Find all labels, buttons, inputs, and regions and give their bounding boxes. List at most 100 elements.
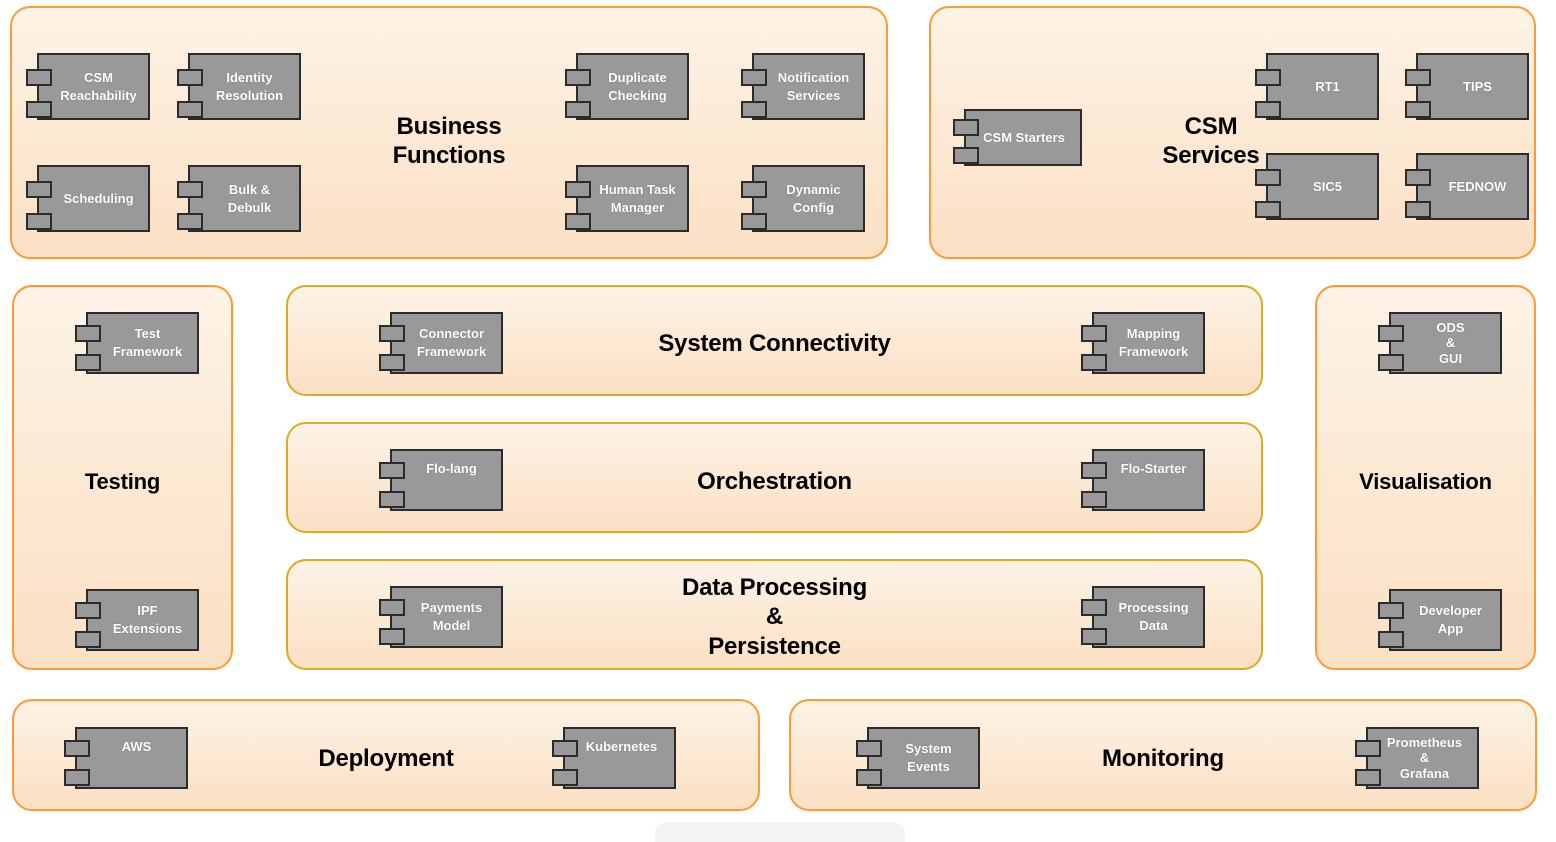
group-panel-testing[interactable]: Testing Test Framework IPF Extensions	[12, 285, 233, 670]
group-panel-system-connectivity[interactable]: System Connectivity Connector Framework …	[286, 285, 1263, 396]
component-port-icon-top	[26, 181, 52, 198]
component-port-icon-top	[1255, 69, 1281, 86]
component-scheduling[interactable]: Scheduling	[26, 165, 150, 232]
component-label: Dynamic Config	[786, 181, 841, 215]
component-developer-app[interactable]: Developer App	[1378, 589, 1502, 651]
component-csm-starters[interactable]: CSM Starters	[953, 109, 1082, 166]
component-label: RT1	[1315, 78, 1340, 94]
component-notification-services[interactable]: Notification Services	[741, 53, 865, 120]
component-label: CSM Starters	[983, 129, 1065, 145]
component-port-icon-bottom	[1255, 101, 1281, 118]
component-label: Flo-Starter	[1120, 461, 1187, 477]
component-port-icon-bottom	[379, 491, 405, 508]
group-panel-deployment[interactable]: Deployment AWS Kubernetes	[12, 699, 760, 811]
component-sic5[interactable]: SIC5	[1255, 153, 1379, 220]
component-port-icon-bottom	[379, 354, 405, 371]
component-port-icon-top	[177, 69, 203, 86]
group-panel-business-functions[interactable]: Business Functions CSM Reachability Iden…	[10, 6, 888, 259]
component-port-icon-top	[1355, 740, 1381, 757]
component-port-icon-bottom	[26, 101, 52, 118]
component-tips[interactable]: TIPS	[1405, 53, 1529, 120]
component-port-icon-top	[379, 599, 405, 616]
component-connector-framework[interactable]: Connector Framework	[379, 312, 503, 374]
component-port-icon-top	[1081, 462, 1107, 479]
component-port-icon-top	[1405, 69, 1431, 86]
group-title-data-processing-persistence: Data Processing & Persistence	[681, 574, 868, 660]
component-port-icon-top	[741, 69, 767, 86]
component-label: Scheduling	[63, 190, 134, 206]
component-port-icon-top	[1405, 169, 1431, 186]
component-label: Kubernetes	[585, 739, 658, 755]
component-port-icon-bottom	[177, 213, 203, 230]
component-port-icon-bottom	[177, 101, 203, 118]
component-human-task-manager[interactable]: Human Task Manager	[565, 165, 689, 232]
group-panel-csm-services[interactable]: CSM Services CSM Starters RT1 TIPS SIC5 …	[929, 6, 1536, 259]
component-identity-resolution[interactable]: Identity Resolution	[177, 53, 301, 120]
group-title-monitoring: Monitoring	[1102, 745, 1224, 772]
group-panel-data-processing-persistence[interactable]: Data Processing & Persistence Payments M…	[286, 559, 1263, 670]
component-label: SIC5	[1313, 178, 1342, 194]
group-panel-monitoring[interactable]: Monitoring System Events Prometheus & Gr…	[789, 699, 1537, 811]
component-label: Developer App	[1419, 603, 1482, 636]
component-port-icon-top	[26, 69, 52, 86]
component-label: Human Task Manager	[599, 181, 676, 215]
component-flo-starter[interactable]: Flo-Starter	[1081, 449, 1205, 511]
component-label: AWS	[121, 739, 152, 755]
component-port-icon-top	[379, 325, 405, 342]
component-port-icon-bottom	[565, 213, 591, 230]
group-title-testing: Testing	[84, 469, 161, 494]
component-mapping-framework[interactable]: Mapping Framework	[1081, 312, 1205, 374]
component-label: IPF Extensions	[112, 603, 183, 636]
component-label: Mapping Framework	[1118, 326, 1189, 359]
component-port-icon-bottom	[856, 769, 882, 786]
component-label: Payments Model	[420, 600, 483, 633]
group-title-orchestration: Orchestration	[697, 468, 852, 495]
component-port-icon-bottom	[1378, 354, 1404, 371]
component-port-icon-bottom	[565, 101, 591, 118]
group-title-system-connectivity: System Connectivity	[658, 330, 891, 357]
clipped-shape-bottom	[655, 822, 905, 842]
component-port-icon-bottom	[1355, 769, 1381, 786]
component-flo-lang[interactable]: Flo-lang	[379, 449, 503, 511]
component-fednow[interactable]: FEDNOW	[1405, 153, 1529, 220]
component-prometheus-grafana[interactable]: Prometheus & Grafana	[1355, 727, 1479, 789]
component-port-icon-bottom	[1081, 354, 1107, 371]
component-label: Processing Data	[1118, 600, 1189, 633]
component-port-icon-top	[1378, 325, 1404, 342]
component-port-icon-bottom	[741, 213, 767, 230]
component-port-icon-bottom	[953, 147, 979, 164]
component-label: ODS & GUI	[1436, 320, 1465, 366]
component-label: System Events	[905, 741, 952, 774]
component-processing-data[interactable]: Processing Data	[1081, 586, 1205, 648]
component-csm-reachability[interactable]: CSM Reachability	[26, 53, 150, 120]
component-ipf-extensions[interactable]: IPF Extensions	[75, 589, 199, 651]
component-port-icon-top	[552, 740, 578, 757]
group-panel-visualisation[interactable]: Visualisation ODS & GUI Developer App	[1315, 285, 1536, 670]
group-panel-orchestration[interactable]: Orchestration Flo-lang Flo-Starter	[286, 422, 1263, 533]
component-label: Notification Services	[777, 69, 850, 103]
component-duplicate-checking[interactable]: Duplicate Checking	[565, 53, 689, 120]
component-payments-model[interactable]: Payments Model	[379, 586, 503, 648]
component-port-icon-top	[1255, 169, 1281, 186]
component-label: Prometheus & Grafana	[1386, 735, 1463, 781]
component-bulk-debulk[interactable]: Bulk & Debulk	[177, 165, 301, 232]
component-port-icon-bottom	[379, 628, 405, 645]
component-label: TIPS	[1463, 78, 1492, 94]
group-title-csm-services: CSM Services	[1162, 113, 1260, 170]
component-aws[interactable]: AWS	[64, 727, 188, 789]
component-port-icon-bottom	[1081, 628, 1107, 645]
component-label: Identity Resolution	[215, 69, 284, 103]
component-ods-gui[interactable]: ODS & GUI	[1378, 312, 1502, 374]
component-rt1[interactable]: RT1	[1255, 53, 1379, 120]
component-system-events[interactable]: System Events	[856, 727, 980, 789]
group-title-deployment: Deployment	[318, 745, 454, 772]
component-dynamic-config[interactable]: Dynamic Config	[741, 165, 865, 232]
component-label: Duplicate Checking	[608, 69, 667, 103]
component-port-icon-top	[1378, 602, 1404, 619]
component-port-icon-top	[953, 119, 979, 136]
component-label: Test Framework	[112, 326, 183, 359]
component-port-icon-top	[1081, 325, 1107, 342]
component-kubernetes[interactable]: Kubernetes	[552, 727, 676, 789]
component-test-framework[interactable]: Test Framework	[75, 312, 199, 374]
